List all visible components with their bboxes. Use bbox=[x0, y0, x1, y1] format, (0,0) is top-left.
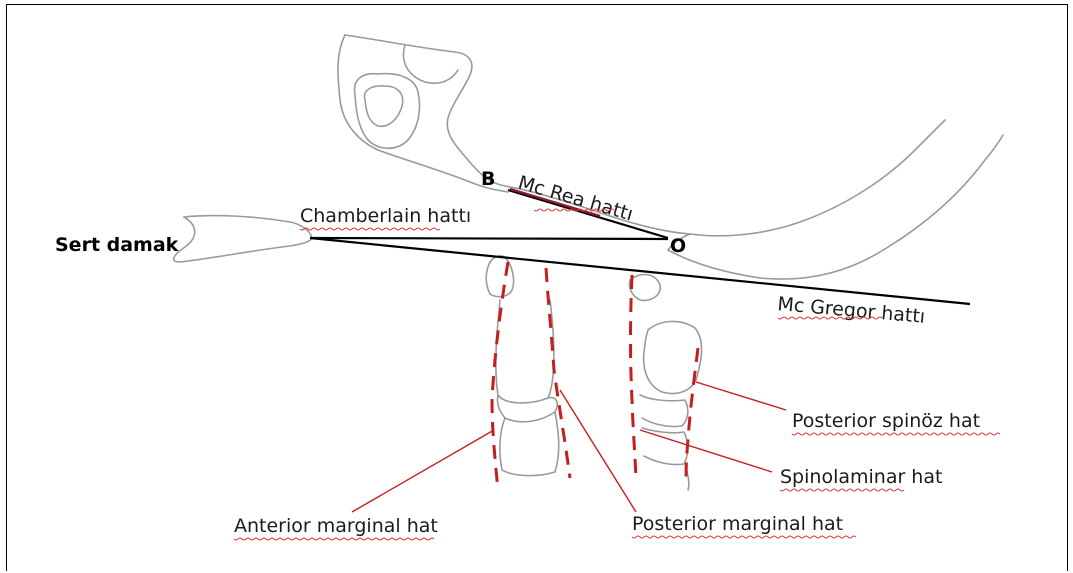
label-spinolaminar: Spinolaminar hat bbox=[780, 466, 942, 488]
label-point-b: B bbox=[481, 168, 495, 190]
cervical-spine-outline bbox=[486, 256, 701, 490]
label-anterior-marginal: Anterior marginal hat bbox=[234, 515, 438, 537]
spellcheck-underlines bbox=[234, 209, 1000, 540]
label-sert-damak: Sert damak bbox=[55, 234, 179, 256]
mc-gregor-line bbox=[310, 238, 970, 304]
label-chamberlain: Chamberlain hattı bbox=[300, 205, 471, 227]
chamberlain-line bbox=[310, 238, 668, 239]
anterior-marginal-leader bbox=[352, 430, 494, 512]
label-posterior-spinous: Posterior spinöz hat bbox=[792, 410, 980, 432]
label-point-o: O bbox=[670, 235, 686, 257]
spinolaminar-line bbox=[631, 275, 637, 478]
posterior-marginal-leader bbox=[560, 390, 636, 512]
hard-palate-outline bbox=[174, 216, 312, 262]
spinolaminar-leader bbox=[640, 430, 772, 472]
label-posterior-marginal: Posterior marginal hat bbox=[632, 513, 843, 535]
posterior-spinous-leader bbox=[696, 382, 786, 410]
